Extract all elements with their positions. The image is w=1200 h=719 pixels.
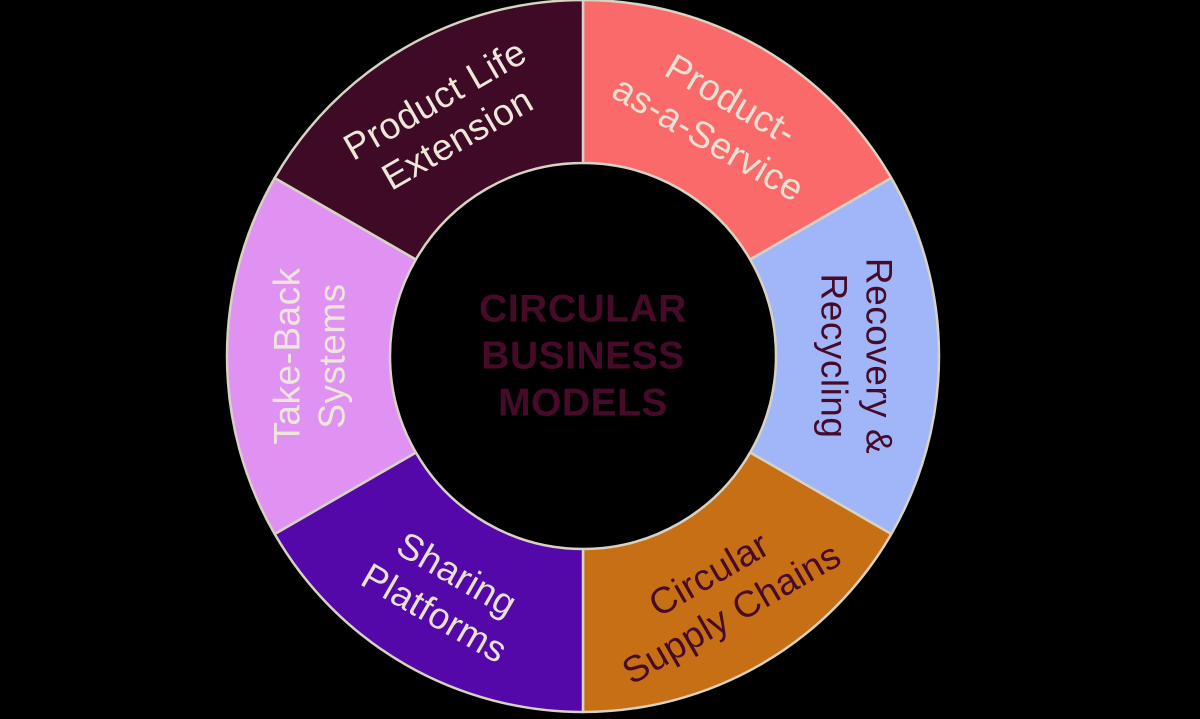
- segment-shape-circular-supply-chains: [581, 451, 893, 714]
- segment-shape-take-back-systems: [225, 176, 418, 536]
- segment-shape-sharing-platforms: [273, 451, 585, 714]
- segment-shape-product-as-a-service: [581, 0, 893, 261]
- center-title: CIRCULAR BUSINESS MODELS: [479, 287, 687, 425]
- segment-shape-recovery-recycling: [748, 176, 941, 536]
- segment-product-life-extension: Product LifeExtension: [273, 0, 585, 261]
- segment-shape-product-life-extension: [273, 0, 585, 261]
- segment-product-as-a-service: Product-as-a-Service: [581, 0, 893, 261]
- segment-label-recovery-recycling: Recovery &Recycling: [814, 258, 900, 454]
- segment-recovery-recycling: Recovery &Recycling: [748, 176, 941, 536]
